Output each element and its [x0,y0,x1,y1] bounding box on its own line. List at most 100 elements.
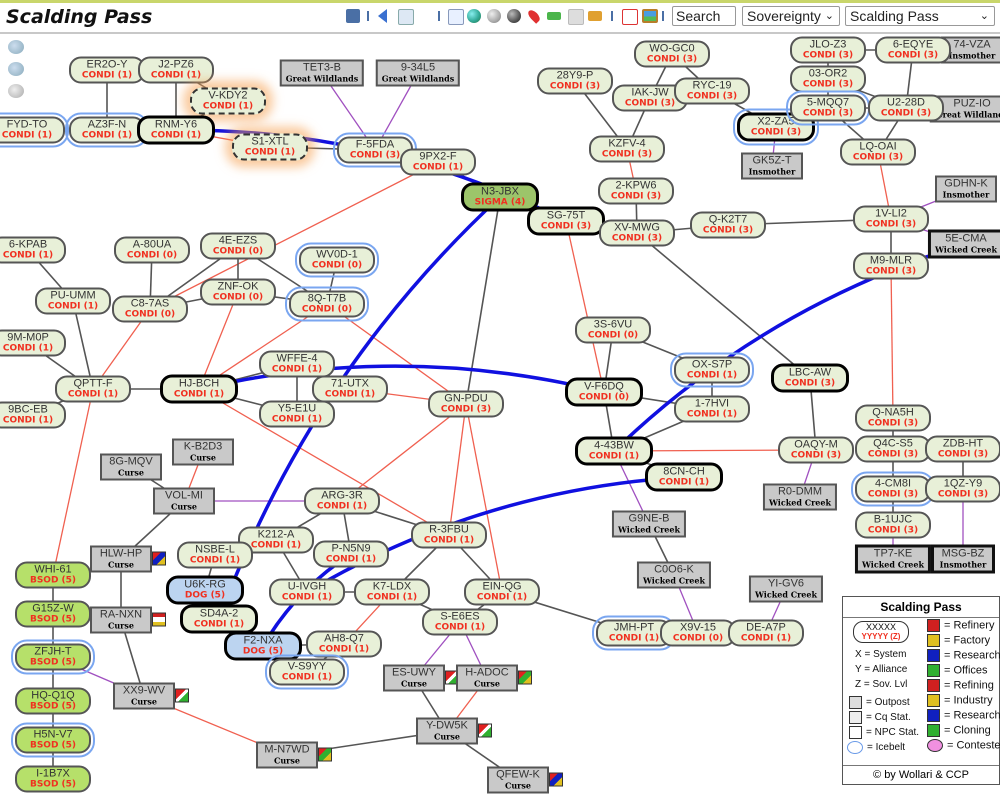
zoom-out-icon[interactable] [8,62,24,76]
truck-icon[interactable] [588,11,602,21]
search-input[interactable]: Search [672,6,736,26]
prev-icon[interactable] [378,9,387,23]
image-icon[interactable] [642,9,658,23]
location-icon[interactable] [526,8,542,24]
view-select[interactable]: Sovereignty⌄ [742,6,840,26]
coin-silver-icon[interactable] [487,9,501,23]
calendar-icon[interactable] [398,9,414,25]
table-icon[interactable] [448,9,464,25]
region-select[interactable]: Scalding Pass⌄ [845,6,995,26]
globe-icon[interactable] [467,9,481,23]
pdf-icon[interactable] [622,9,638,25]
cube-icon[interactable] [568,9,584,25]
shuffle-icon[interactable] [547,12,561,20]
zoom-reset-icon[interactable] [8,84,24,98]
